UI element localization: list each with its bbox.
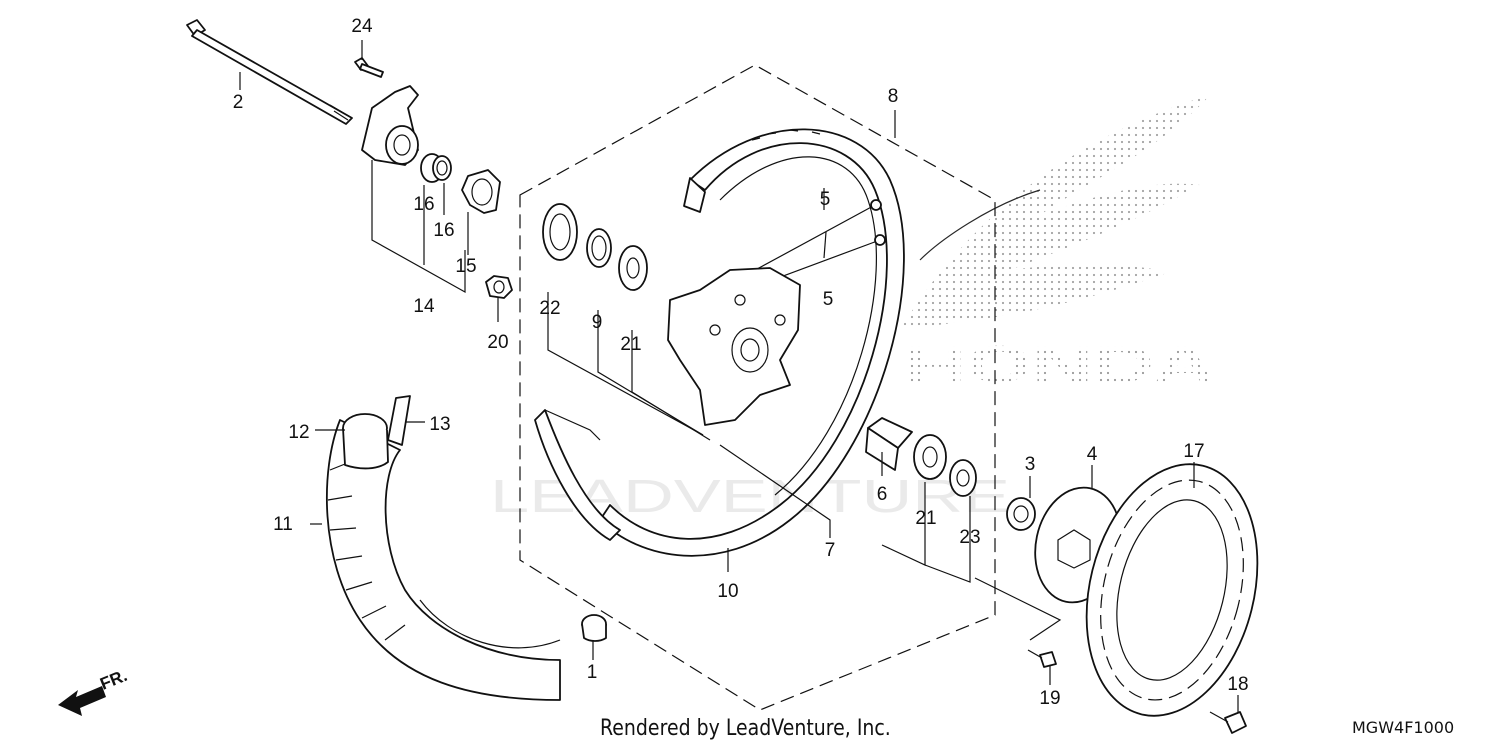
callout-9[interactable]: 9: [592, 312, 603, 333]
side-collar-3: [1006, 497, 1036, 531]
nut-20: [485, 275, 513, 299]
callout-21a[interactable]: 21: [620, 334, 641, 355]
brake-disc-17: [1085, 463, 1259, 717]
callout-8[interactable]: 8: [888, 86, 899, 107]
honda-wordmark-watermark: HONDA: [905, 336, 1215, 394]
honda-wing-watermark: [900, 95, 1210, 330]
inner-tube-12: [342, 413, 389, 470]
callout-4[interactable]: 4: [1087, 444, 1098, 465]
callout-1[interactable]: 1: [587, 662, 598, 683]
callout-22[interactable]: 22: [539, 298, 560, 319]
callout-17[interactable]: 17: [1183, 441, 1204, 462]
callout-15[interactable]: 15: [455, 256, 476, 277]
callout-5a[interactable]: 5: [820, 189, 831, 210]
callout-18[interactable]: 18: [1227, 674, 1248, 695]
bearing-21-left: [618, 245, 648, 291]
tire-11: [325, 419, 561, 701]
axle-collar-housing: [361, 85, 419, 166]
disc-bolt-18: [1209, 711, 1247, 734]
rim-band-10: [534, 409, 621, 541]
callout-21b[interactable]: 21: [915, 508, 936, 529]
leader-lines: [239, 40, 1239, 712]
circlip-9: [586, 228, 612, 268]
seal-16-inner: [432, 155, 452, 181]
callout-11[interactable]: 11: [273, 514, 293, 535]
callout-10[interactable]: 10: [717, 581, 738, 602]
dust-seal-22: [542, 203, 578, 261]
callout-19[interactable]: 19: [1039, 688, 1060, 709]
callout-16b[interactable]: 16: [433, 220, 454, 241]
speedo-gear-15: [461, 169, 501, 214]
callout-13[interactable]: 13: [429, 414, 450, 435]
bolt-24: [354, 57, 384, 78]
wheel-assembly-box: [519, 64, 996, 711]
callout-16a[interactable]: 16: [413, 194, 434, 215]
callout-6[interactable]: 6: [877, 484, 888, 505]
front-direction-label: FR.: [97, 666, 130, 694]
front-direction-arrow: FR.: [58, 666, 130, 716]
callout-7[interactable]: 7: [825, 540, 836, 561]
callout-12[interactable]: 12: [288, 422, 309, 443]
wheel-hub: [667, 267, 801, 426]
callout-23[interactable]: 23: [959, 527, 980, 548]
callout-3[interactable]: 3: [1025, 454, 1036, 475]
callout-5b[interactable]: 5: [823, 289, 834, 310]
cover-bolt-19: [1027, 649, 1057, 668]
distance-collar-6: [865, 417, 913, 471]
valve-cap-1: [581, 614, 607, 642]
footer-credit: Rendered by LeadVenture, Inc.: [600, 716, 891, 741]
rim-lock-13: [387, 395, 411, 446]
dust-seal-23: [949, 459, 977, 497]
callout-numbers: 1 2 3 4 5 5 6 7 8 9 10 11 12 13 14 15 16…: [233, 16, 1249, 709]
front-axle: [186, 19, 353, 125]
callout-2[interactable]: 2: [233, 92, 244, 113]
callout-14[interactable]: 14: [413, 296, 435, 317]
callout-24[interactable]: 24: [351, 16, 373, 37]
diagram-code: MGW4F1000: [1352, 718, 1455, 737]
callout-20[interactable]: 20: [487, 332, 508, 353]
bearing-21-right: [913, 434, 947, 480]
